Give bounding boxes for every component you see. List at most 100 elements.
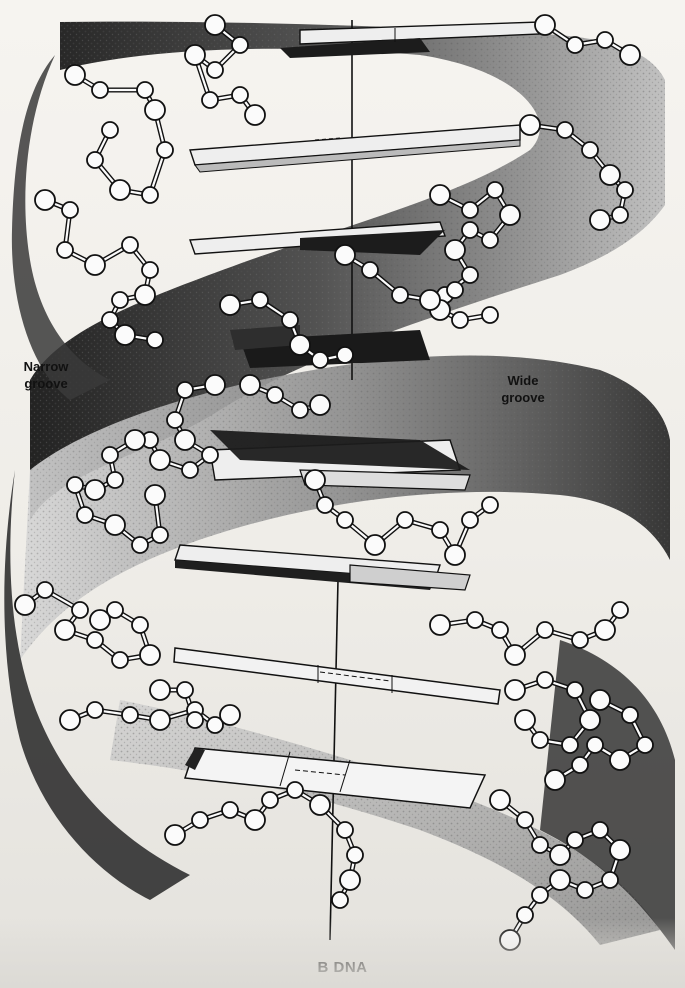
atom	[192, 812, 208, 828]
atom	[517, 812, 533, 828]
atom	[167, 412, 183, 428]
atom	[600, 165, 620, 185]
atom	[532, 837, 548, 853]
atom	[452, 312, 468, 328]
atom	[112, 652, 128, 668]
atom	[590, 210, 610, 230]
atom	[337, 512, 353, 528]
atom	[515, 710, 535, 730]
atom	[337, 822, 353, 838]
atom	[132, 537, 148, 553]
base-pair	[190, 125, 520, 172]
atom	[252, 292, 268, 308]
atom	[245, 105, 265, 125]
atom	[467, 612, 483, 628]
atom	[67, 477, 83, 493]
atom	[142, 262, 158, 278]
atom	[137, 82, 153, 98]
figure-caption: B DNA	[0, 959, 685, 976]
atom	[15, 595, 35, 615]
atom	[572, 632, 588, 648]
atom	[335, 245, 355, 265]
atom	[430, 185, 450, 205]
atom	[310, 795, 330, 815]
atom	[587, 737, 603, 753]
atom	[340, 870, 360, 890]
atom	[557, 122, 573, 138]
atom	[290, 335, 310, 355]
atom	[622, 707, 638, 723]
atom	[35, 190, 55, 210]
atom	[312, 352, 328, 368]
atom	[77, 507, 93, 523]
atom	[222, 802, 238, 818]
atom	[582, 142, 598, 158]
atom	[202, 447, 218, 463]
atom	[617, 182, 633, 198]
atom	[142, 187, 158, 203]
atom	[62, 202, 78, 218]
atom	[102, 312, 118, 328]
atom	[102, 447, 118, 463]
atom	[532, 887, 548, 903]
atom	[122, 237, 138, 253]
atom	[550, 845, 570, 865]
atom	[105, 515, 125, 535]
atom	[520, 115, 540, 135]
atom	[572, 757, 588, 773]
atom	[500, 205, 520, 225]
atom	[397, 512, 413, 528]
atom	[92, 82, 108, 98]
atom	[207, 62, 223, 78]
atom	[317, 497, 333, 513]
base-pair	[175, 545, 470, 590]
atom	[337, 347, 353, 363]
atom	[150, 450, 170, 470]
atom	[87, 702, 103, 718]
narrow-groove-label-line2: groove	[6, 375, 86, 392]
atom	[505, 680, 525, 700]
atom	[87, 152, 103, 168]
atom	[240, 375, 260, 395]
atom	[590, 690, 610, 710]
atom	[462, 202, 478, 218]
atom	[332, 892, 348, 908]
atom	[620, 45, 640, 65]
atom	[517, 907, 533, 923]
atom	[532, 732, 548, 748]
atom	[550, 870, 570, 890]
wide-groove-label: Wide groove	[488, 372, 558, 406]
atom	[165, 825, 185, 845]
atom	[482, 232, 498, 248]
atom	[145, 485, 165, 505]
atom	[262, 792, 278, 808]
atom	[610, 840, 630, 860]
atom	[72, 602, 88, 618]
atom	[145, 100, 165, 120]
atom	[292, 402, 308, 418]
atom	[187, 712, 203, 728]
atom	[420, 290, 440, 310]
atom	[135, 285, 155, 305]
atom	[612, 207, 628, 223]
atom	[432, 522, 448, 538]
atom	[487, 182, 503, 198]
wide-groove-label-line2: groove	[488, 389, 558, 406]
atom	[602, 872, 618, 888]
atom	[90, 610, 110, 630]
atom	[482, 307, 498, 323]
atom	[55, 620, 75, 640]
atom	[177, 682, 193, 698]
atom	[132, 617, 148, 633]
narrow-groove-label: Narrow groove	[6, 358, 86, 392]
atom	[112, 292, 128, 308]
atom	[220, 295, 240, 315]
atom	[150, 680, 170, 700]
atom	[500, 930, 520, 950]
atom	[537, 622, 553, 638]
wide-groove-label-line1: Wide	[488, 372, 558, 389]
atom	[185, 45, 205, 65]
atom	[57, 242, 73, 258]
